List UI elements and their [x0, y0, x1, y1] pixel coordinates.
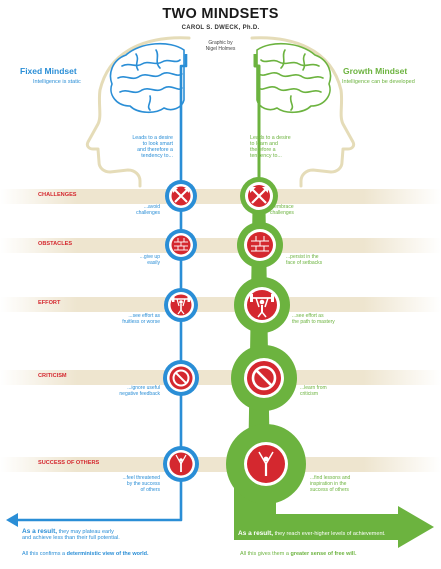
arms-raised-icon — [175, 454, 187, 472]
fixed-head-outline — [85, 36, 191, 188]
growth-response-challenges: ...embrace challenges — [270, 204, 360, 217]
desire-line: and therefore a — [137, 147, 173, 154]
topic-label-obstacles: OBSTACLES — [38, 241, 73, 247]
response-line: ...see effort as — [292, 313, 324, 319]
conclusion-bold: greater sense of free will. — [290, 551, 357, 557]
result-text: they may plateau early — [58, 529, 114, 535]
topic-label-challenges: CHALLENGES — [38, 192, 77, 198]
response-line: ...avoid — [143, 204, 160, 210]
growth-stations — [226, 177, 306, 504]
fixed-desire-text: Leads to a desire to look smart and ther… — [108, 135, 173, 159]
response-line: challenges — [270, 209, 294, 216]
result-lead: As a result, — [22, 528, 58, 535]
response-line: by the success — [126, 480, 160, 487]
result-lead: As a result, — [238, 530, 274, 537]
band-obstacles — [0, 238, 220, 253]
response-line: ...embrace — [270, 204, 294, 210]
topic-label-success-of-others: SUCCESS OF OTHERS — [38, 460, 100, 466]
response-line: fruitless or worse — [122, 318, 160, 325]
response-line: ...give up — [139, 254, 160, 260]
conclusion-lead: All this confirms a — [22, 551, 66, 557]
cross-arrows-icon — [250, 187, 268, 204]
growth-arrow — [234, 180, 434, 548]
brick-wall-icon — [251, 236, 269, 252]
desire-line: tendency to... — [141, 153, 173, 160]
growth-result: As a result, they reach ever-higher leve… — [238, 530, 386, 537]
band-challenges — [0, 189, 220, 204]
growth-path — [234, 54, 434, 548]
growth-desire-text: Leads to a desire to learn and therefore… — [250, 135, 315, 159]
response-line: ...see effort as — [128, 313, 160, 319]
growth-mindset-subtitle: Intelligence can be developed — [342, 79, 415, 85]
response-line: ...find lessons and — [310, 475, 351, 481]
fixed-mindset-title: Fixed Mindset — [20, 66, 77, 76]
response-line: the path to mastery — [292, 318, 335, 325]
response-line: success of others — [310, 486, 349, 493]
conclusion-bold: deterministic view of the world. — [66, 551, 149, 557]
result-text: they reach ever-higher levels of achieve… — [274, 531, 386, 537]
desire-line: tendency to... — [250, 153, 282, 160]
fixed-response-obstacles: ...give up easily — [90, 254, 160, 267]
brick-wall-icon — [174, 238, 188, 251]
growth-conclusion: All this gives them a greater sense of f… — [240, 551, 356, 557]
fixed-result: As a result, they may plateau early and … — [22, 528, 120, 542]
response-line: of others — [140, 486, 160, 493]
growth-response-success: ...find lessons and inspiration in the s… — [310, 475, 400, 493]
fixed-response-success: ...feel threatened by the success of oth… — [90, 475, 160, 493]
growth-response-criticism: ...learn from criticism — [300, 385, 390, 398]
credit-line: Graphic by — [208, 40, 233, 46]
cross-arrows-icon — [173, 188, 189, 203]
response-line: face of setbacks — [286, 259, 323, 266]
fixed-response-challenges: ...avoid challenges — [90, 204, 160, 217]
desire-line: to learn and — [250, 141, 278, 148]
desire-line: Leads to a desire — [250, 135, 291, 141]
weightlifter-icon — [250, 294, 274, 318]
no-sign-icon — [251, 365, 277, 391]
no-sign-icon — [172, 369, 190, 387]
growth-response-effort: ...see effort as the path to mastery — [292, 313, 382, 326]
topic-label-effort: EFFORT — [38, 300, 61, 306]
response-line: ...ignore useful — [127, 385, 160, 391]
weightlifter-icon — [172, 296, 190, 315]
fixed-response-criticism: ...ignore useful negative feedback — [90, 385, 160, 398]
growth-head-outline — [250, 36, 356, 188]
result-line: and achieve less than their full potenti… — [22, 535, 120, 542]
fixed-response-effort: ...see effort as fruitless or worse — [90, 313, 160, 326]
fixed-arrow-head — [6, 513, 18, 527]
response-line: ...feel threatened — [122, 475, 160, 481]
credit-line: Nigel Holmes — [205, 46, 236, 53]
response-line: inspiration in the — [310, 480, 347, 487]
response-line: challenges — [136, 209, 160, 216]
author-line: CAROL S. DWECK, Ph.D. — [181, 25, 260, 31]
fixed-mindset-subtitle: Intelligence is static — [33, 79, 81, 85]
topic-bands — [0, 189, 441, 472]
desire-line: therefore a — [250, 147, 276, 154]
response-line: ...persist in the — [286, 254, 319, 260]
response-line: ...learn from — [300, 385, 327, 391]
page-title: TWO MINDSETS — [162, 6, 279, 22]
response-line: negative feedback — [119, 390, 160, 397]
fixed-brain — [109, 42, 185, 114]
growth-mindset-title: Growth Mindset — [343, 66, 408, 76]
conclusion-lead: All this gives them a — [240, 551, 289, 557]
growth-response-obstacles: ...persist in the face of setbacks — [286, 254, 376, 267]
graphic-credit: Graphic by Nigel Holmes — [0, 40, 441, 53]
growth-brain — [256, 42, 332, 114]
arms-raised-icon — [258, 451, 274, 476]
topic-label-criticism: CRITICISM — [38, 373, 67, 379]
fixed-path — [6, 54, 188, 527]
response-line: easily — [147, 259, 160, 266]
desire-line: to look smart — [142, 141, 173, 148]
fixed-conclusion: All this confirms a deterministic view o… — [22, 551, 149, 557]
desire-line: Leads to a desire — [132, 135, 173, 141]
response-line: criticism — [300, 390, 319, 397]
